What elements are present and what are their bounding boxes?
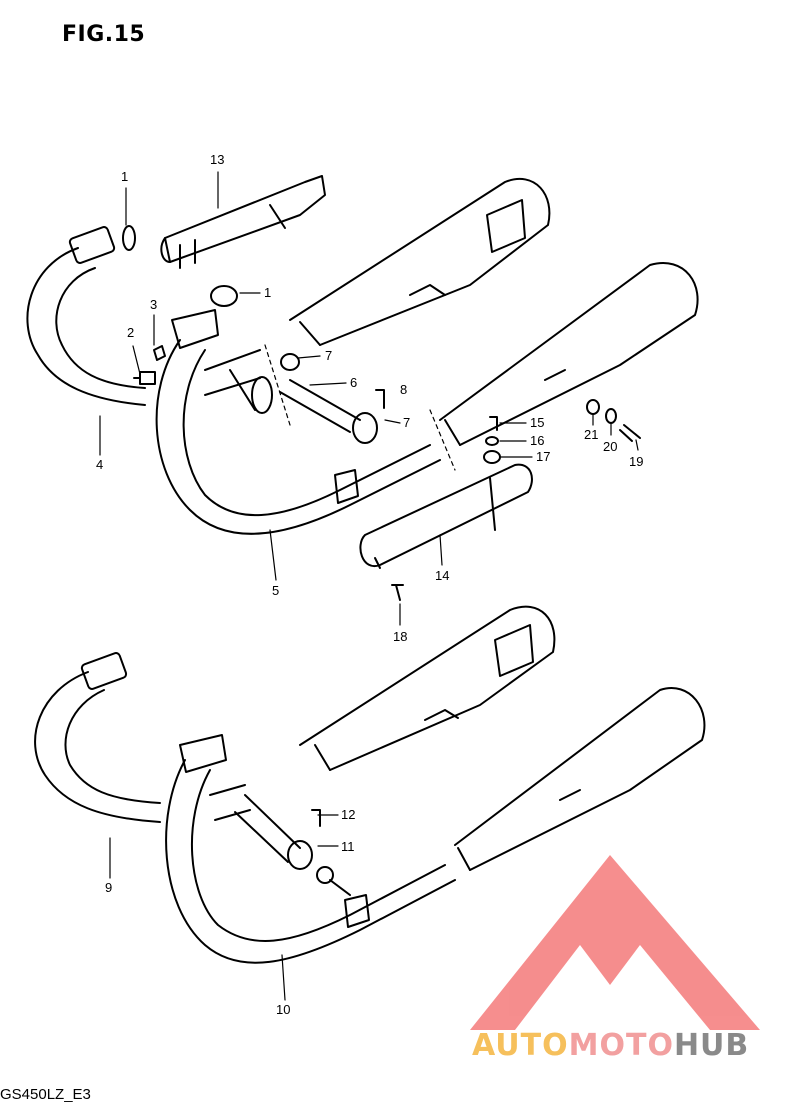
washer-21 — [586, 399, 600, 415]
muffler-upper-front — [439, 262, 699, 446]
bolt-15 — [489, 416, 498, 431]
model-code: GS450LZ_E3 — [0, 1086, 91, 1103]
watermark-hub: HUB — [673, 1028, 750, 1063]
figure-title: FIG.15 — [62, 22, 146, 47]
crossover-upper — [204, 349, 378, 444]
callout-5: 5 — [272, 583, 280, 598]
callout-7: 7 — [325, 348, 333, 363]
callout-14: 14 — [435, 568, 450, 583]
exhaust-pipe-main-lower — [165, 734, 456, 964]
callout-18: 18 — [393, 629, 408, 644]
gasket-1b — [210, 285, 238, 307]
callout-9: 9 — [105, 880, 113, 895]
callout-15: 15 — [530, 415, 545, 430]
muffler-upper-rear — [289, 177, 551, 346]
watermark-auto: AUTO — [472, 1028, 569, 1063]
washer-20 — [605, 408, 617, 424]
crossover-lower — [209, 784, 351, 896]
callout-19: 19 — [629, 454, 644, 469]
heat-shield-top — [160, 175, 326, 269]
washer-16 — [485, 436, 499, 446]
exhaust-pipe-left-upper — [26, 226, 146, 406]
callout-20: 20 — [603, 439, 618, 454]
bolt-19 — [619, 424, 641, 442]
callout-21: 21 — [584, 427, 599, 442]
exhaust-pipe-left-lower — [34, 652, 161, 823]
washer-17 — [483, 450, 501, 464]
muffler-lower-front — [454, 687, 706, 871]
callout-13: 13 — [210, 152, 225, 167]
callout-10: 10 — [276, 1002, 291, 1017]
callout-1: 1 — [121, 169, 129, 184]
bolt-8 — [375, 389, 385, 409]
callout-3: 3 — [150, 297, 158, 312]
callout-6: 6 — [350, 375, 358, 390]
callout-17: 17 — [536, 449, 551, 464]
callout-8: 8 — [400, 382, 408, 397]
callout-2: 2 — [127, 325, 135, 340]
watermark-logo-icon — [470, 855, 760, 1030]
watermark-text: AUTOMOTOHUB — [472, 1028, 749, 1063]
callout-7b: 7 — [403, 415, 411, 430]
callout-4: 4 — [96, 457, 104, 472]
bolt-18 — [391, 584, 404, 601]
heat-shield-lower — [359, 463, 533, 569]
exhaust-pipe-main-upper — [155, 309, 441, 535]
watermark-moto: MOTO — [568, 1028, 674, 1063]
bolt-12 — [311, 809, 321, 827]
callout-11: 11 — [341, 839, 355, 854]
muffler-lower-rear — [299, 605, 556, 771]
washer-3 — [153, 345, 166, 361]
gasket-1a — [122, 225, 136, 251]
callout-1b: 1 — [264, 285, 272, 300]
callout-12: 12 — [341, 807, 356, 822]
callout-16: 16 — [530, 433, 545, 448]
bolt-2 — [133, 371, 156, 385]
